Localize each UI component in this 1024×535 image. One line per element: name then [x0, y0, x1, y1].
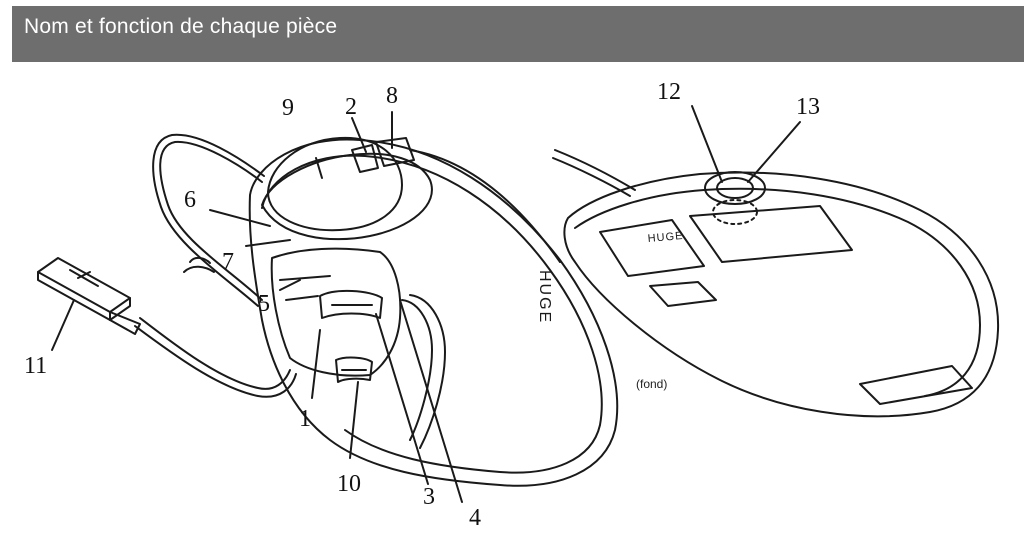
callout-7: 7 [222, 249, 234, 275]
top-button-2 [351, 144, 379, 173]
mouse-bottom-view: HUGE [552, 149, 1000, 418]
callout-3: 3 [423, 484, 435, 510]
callout-8: 8 [386, 83, 398, 109]
mouse-top-view: HUGE [248, 136, 619, 487]
scroll-wheel [319, 289, 383, 319]
callout-13: 13 [796, 94, 820, 120]
leader-lines [51, 105, 801, 503]
callout-4: 4 [469, 505, 481, 531]
trackball [267, 136, 403, 232]
sensor-ring [704, 171, 766, 205]
brand-label: HUGE [536, 270, 553, 324]
callout-5: 5 [258, 291, 270, 317]
usb-plug [37, 257, 141, 335]
callout-1: 1 [299, 406, 311, 432]
bottom-view-label: (fond) [636, 377, 668, 391]
callout-9: 9 [282, 95, 294, 121]
button-10 [335, 356, 373, 383]
callout-10: 10 [337, 471, 361, 497]
page-title: Nom et fonction de chaque pièce [24, 15, 338, 38]
top-button-8 [375, 137, 415, 167]
brand-label-bottom: HUGE [647, 230, 684, 245]
callout-12: 12 [657, 79, 681, 105]
callout-2: 2 [345, 94, 357, 120]
header-bar: Nom et fonction de chaque pièce [12, 6, 1024, 62]
callout-11: 11 [24, 353, 48, 379]
callout-6: 6 [184, 187, 196, 213]
